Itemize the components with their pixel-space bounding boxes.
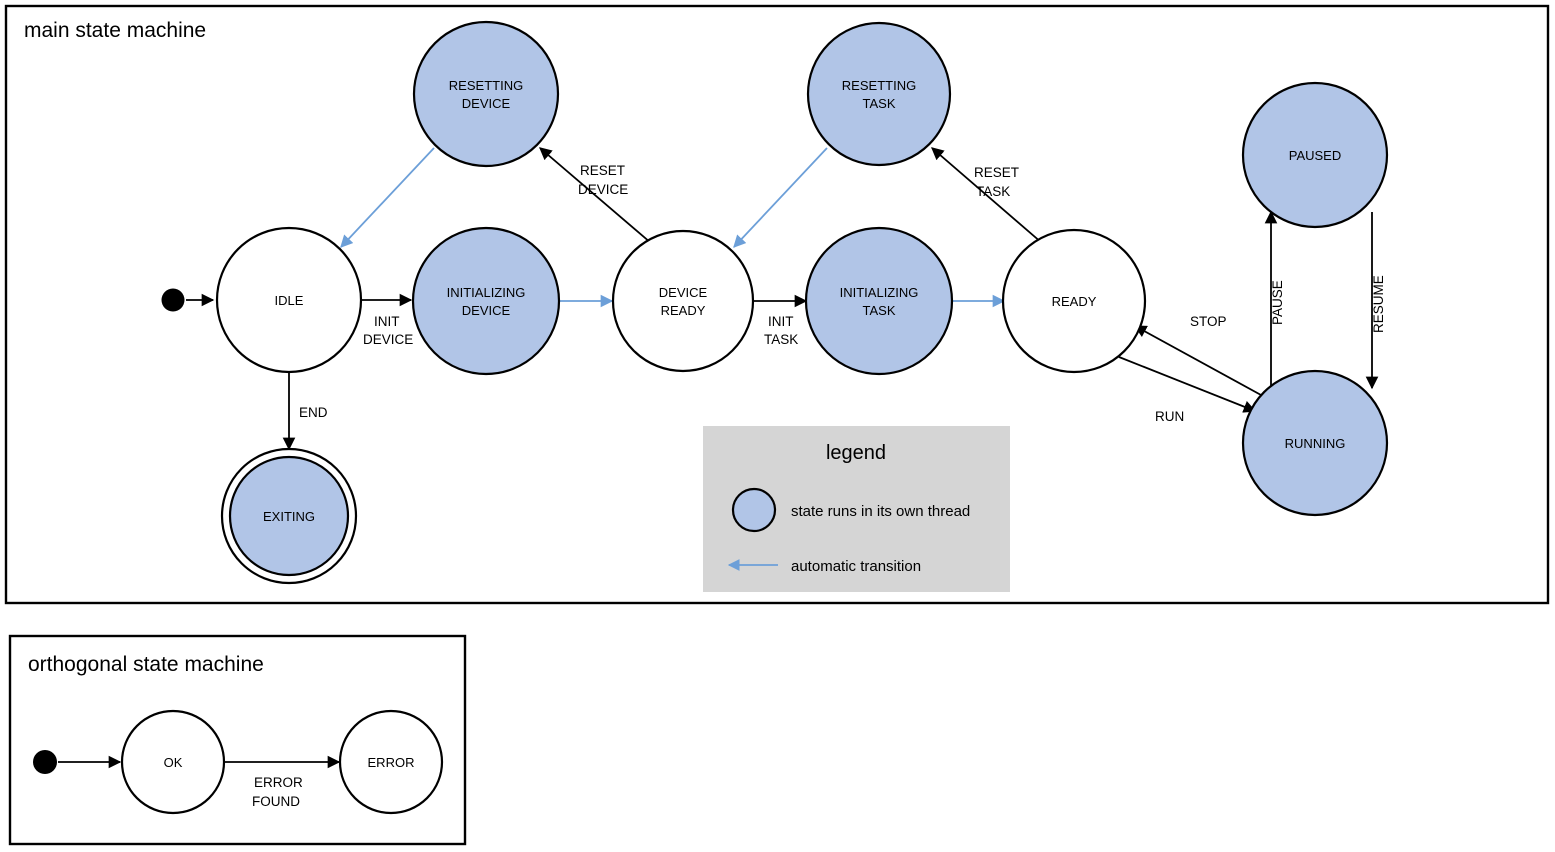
- state-initializing-task[interactable]: INITIALIZING TASK: [804, 226, 954, 376]
- state-ready[interactable]: READY: [1001, 228, 1147, 374]
- state-ok-label: OK: [164, 755, 183, 770]
- state-device-ready-label-line1: DEVICE: [659, 285, 708, 300]
- transition-label-stop: STOP: [1190, 314, 1227, 329]
- state-initializing-task-label-line1: INITIALIZING: [840, 285, 919, 300]
- transition-running-stop: STOP: [1133, 314, 1262, 396]
- state-error[interactable]: ERROR: [338, 709, 444, 815]
- state-idle[interactable]: IDLE: [215, 226, 363, 374]
- transition-label-end: END: [299, 405, 328, 420]
- state-initializing-device-label-line2: DEVICE: [462, 303, 511, 318]
- transition-label-reset-device-line1: RESET: [580, 163, 625, 178]
- transition-orthogonal-ok-error: ERROR FOUND: [225, 755, 341, 809]
- initial-state-dot: [161, 288, 185, 312]
- transition-label-pause: PAUSE: [1270, 280, 1285, 325]
- main-frame-title: main state machine: [24, 19, 206, 42]
- transition-label-reset-task-line1: RESET: [974, 165, 1019, 180]
- state-exiting[interactable]: EXITING: [220, 447, 358, 585]
- state-resetting-device-label-line2: DEVICE: [462, 96, 511, 111]
- transition-label-reset-device-line2: DEVICE: [578, 182, 628, 197]
- transition-device-ready-init-task: INIT TASK: [752, 294, 808, 347]
- legend-item-automatic-transition: automatic transition: [727, 558, 921, 575]
- state-initializing-device-label-line1: INITIALIZING: [447, 285, 526, 300]
- state-initializing-device[interactable]: INITIALIZING DEVICE: [411, 226, 561, 376]
- state-running[interactable]: RUNNING: [1241, 369, 1389, 517]
- legend-item-threaded-state-text: state runs in its own thread: [791, 503, 970, 520]
- transition-label-run: RUN: [1155, 409, 1184, 424]
- transition-running-pause: PAUSE: [1264, 210, 1285, 392]
- state-exiting-label: EXITING: [263, 509, 315, 524]
- transition-paused-resume: RESUME: [1365, 212, 1386, 390]
- state-paused-label: PAUSED: [1289, 148, 1342, 163]
- orthogonal-initial-state-dot: [33, 750, 57, 774]
- transition-label-init-device-line1: INIT: [374, 314, 400, 329]
- orthogonal-frame: [8, 634, 467, 846]
- state-device-ready[interactable]: DEVICE READY: [611, 229, 755, 373]
- transition-label-init-device-line2: DEVICE: [363, 332, 413, 347]
- state-ready-label: READY: [1052, 294, 1097, 309]
- orthogonal-frame-title: orthogonal state machine: [28, 653, 264, 676]
- transition-label-reset-task-line2: TASK: [976, 184, 1010, 199]
- state-resetting-device[interactable]: RESETTING DEVICE: [412, 20, 560, 168]
- transition-label-init-task-line1: INIT: [768, 314, 794, 329]
- transition-label-error-found-line2: FOUND: [252, 794, 300, 809]
- legend: legend state runs in its own thread auto…: [703, 426, 1010, 592]
- transition-idle-init-device: INIT DEVICE: [361, 293, 413, 347]
- legend-item-automatic-transition-text: automatic transition: [791, 558, 921, 575]
- transition-resetting-task-device-ready: [733, 147, 828, 248]
- legend-item-threaded-state: state runs in its own thread: [731, 487, 970, 533]
- main-frame: [4, 4, 1550, 605]
- state-running-label: RUNNING: [1285, 436, 1346, 451]
- transition-device-ready-reset-device: RESET DEVICE: [539, 147, 652, 244]
- transition-label-error-found-line1: ERROR: [254, 775, 303, 790]
- transition-resetting-device-idle: [340, 147, 435, 248]
- state-initializing-task-label-line2: TASK: [863, 303, 896, 318]
- state-resetting-device-label-line1: RESETTING: [449, 78, 523, 93]
- transition-ready-reset-task: RESET TASK: [931, 147, 1043, 244]
- threaded-state-swatch-icon: [731, 487, 777, 533]
- legend-title: legend: [826, 442, 886, 464]
- transition-label-resume: RESUME: [1371, 275, 1386, 333]
- state-paused[interactable]: PAUSED: [1241, 81, 1389, 229]
- state-resetting-task-label-line1: RESETTING: [842, 78, 916, 93]
- transition-label-init-task-line2: TASK: [764, 332, 798, 347]
- state-ok[interactable]: OK: [120, 709, 226, 815]
- state-idle-label: IDLE: [275, 293, 304, 308]
- state-resetting-task[interactable]: RESETTING TASK: [806, 21, 952, 167]
- state-resetting-task-label-line2: TASK: [863, 96, 896, 111]
- transition-ready-run: RUN: [1118, 356, 1257, 424]
- state-error-label: ERROR: [368, 755, 415, 770]
- transition-idle-end: END: [282, 373, 328, 451]
- state-device-ready-label-line2: READY: [661, 303, 706, 318]
